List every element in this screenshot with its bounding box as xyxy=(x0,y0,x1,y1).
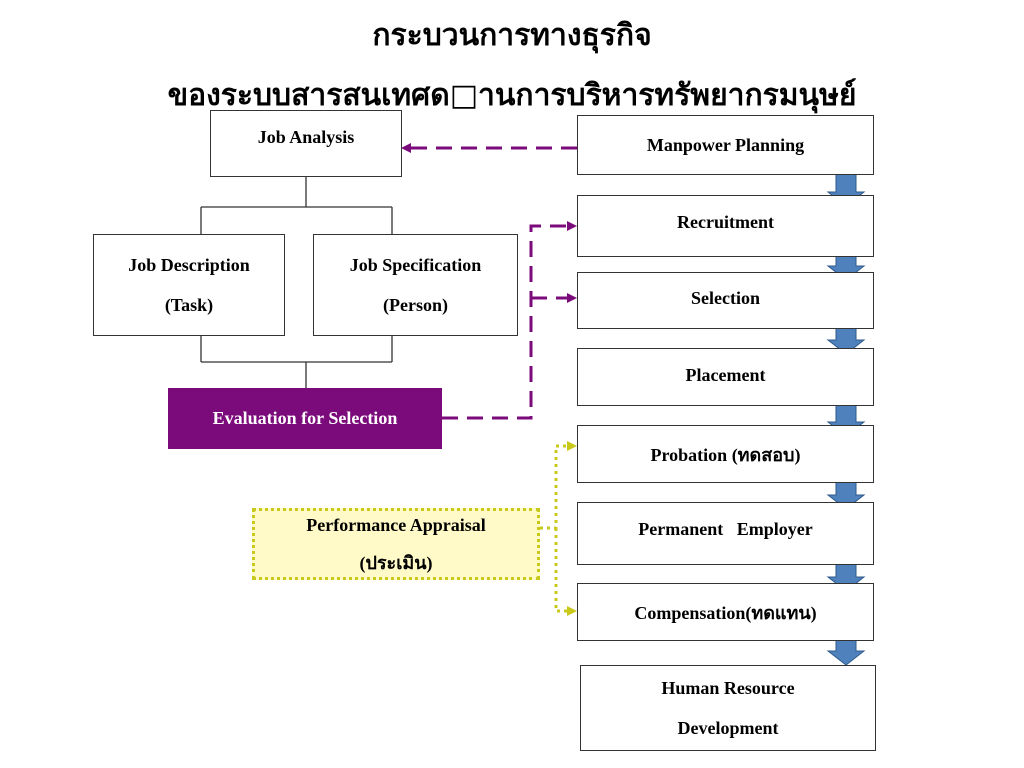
job-description-sublabel: (Task) xyxy=(164,295,214,315)
flow-label-human-resource: Human Resource xyxy=(661,678,795,698)
flow-label-selection: Selection xyxy=(691,288,760,308)
evaluation-for-selection-box: Evaluation for Selection xyxy=(168,388,442,449)
dot-appraisal-to-probation xyxy=(540,444,568,530)
flow-box-compensation: Compensation(ทดแทน) xyxy=(577,583,874,641)
flow-box-permanent-employer: Permanent Employer xyxy=(577,502,874,565)
flow-box-manpower-planning: Manpower Planning xyxy=(577,115,874,175)
yellow-dotted-connectors xyxy=(540,444,568,613)
diagram-title-line1: กระบวนการทางธุรกิจ xyxy=(372,18,652,53)
performance-appraisal-label: Performance Appraisal xyxy=(306,515,486,535)
evaluation-label: Evaluation for Selection xyxy=(212,408,398,428)
job-analysis-label: Job Analysis xyxy=(257,127,355,147)
arrowhead-analysis xyxy=(401,143,411,153)
diagram-title-line2: ของระบบสารสนเทศด□านการบริหารทรัพยากรมนุษ… xyxy=(167,78,857,113)
purple-dashed-connectors xyxy=(410,146,577,420)
flow-label-placement: Placement xyxy=(685,365,766,385)
arrowhead-compensation xyxy=(567,606,577,616)
purple-arrowheads xyxy=(401,143,577,303)
dash-evaluation-to-recruitment xyxy=(442,224,568,420)
flow-label-permanent-employer: Permanent Employer xyxy=(638,519,813,539)
flow-label-compensation: Compensation(ทดแทน) xyxy=(634,602,817,623)
arrowhead-probation xyxy=(567,441,577,451)
yellow-arrowheads xyxy=(567,441,577,616)
job-analysis-box: Job Analysis xyxy=(210,110,402,177)
performance-appraisal-sublabel: (ประเมิน) xyxy=(359,553,433,573)
flow-label-recruitment: Recruitment xyxy=(677,212,774,232)
performance-appraisal-box: Performance Appraisal (ประเมิน) xyxy=(252,508,540,580)
job-description-box: Job Description (Task) xyxy=(93,234,285,336)
tree-connectors xyxy=(200,177,393,388)
dot-appraisal-to-compensation xyxy=(554,528,568,613)
flow-label-probation: Probation (ทดสอบ) xyxy=(650,444,801,465)
job-specification-label: Job Specification xyxy=(349,255,482,275)
arrowhead-selection xyxy=(567,293,577,303)
flow-label-manpower-planning: Manpower Planning xyxy=(646,134,805,155)
flow-box-selection: Selection xyxy=(577,272,874,329)
flow-box-placement: Placement xyxy=(577,348,874,406)
job-specification-box: Job Specification (Person) xyxy=(313,234,518,336)
job-description-label: Job Description xyxy=(128,255,250,275)
flow-box-recruitment: Recruitment xyxy=(577,195,874,257)
arrowhead-recruitment xyxy=(567,221,577,231)
job-specification-sublabel: (Person) xyxy=(383,295,448,315)
flow-box-probation: Probation (ทดสอบ) xyxy=(577,425,874,483)
flow-box-human-resource-development: Human Resource Development xyxy=(580,665,876,751)
flow-label-development: Development xyxy=(677,718,779,738)
